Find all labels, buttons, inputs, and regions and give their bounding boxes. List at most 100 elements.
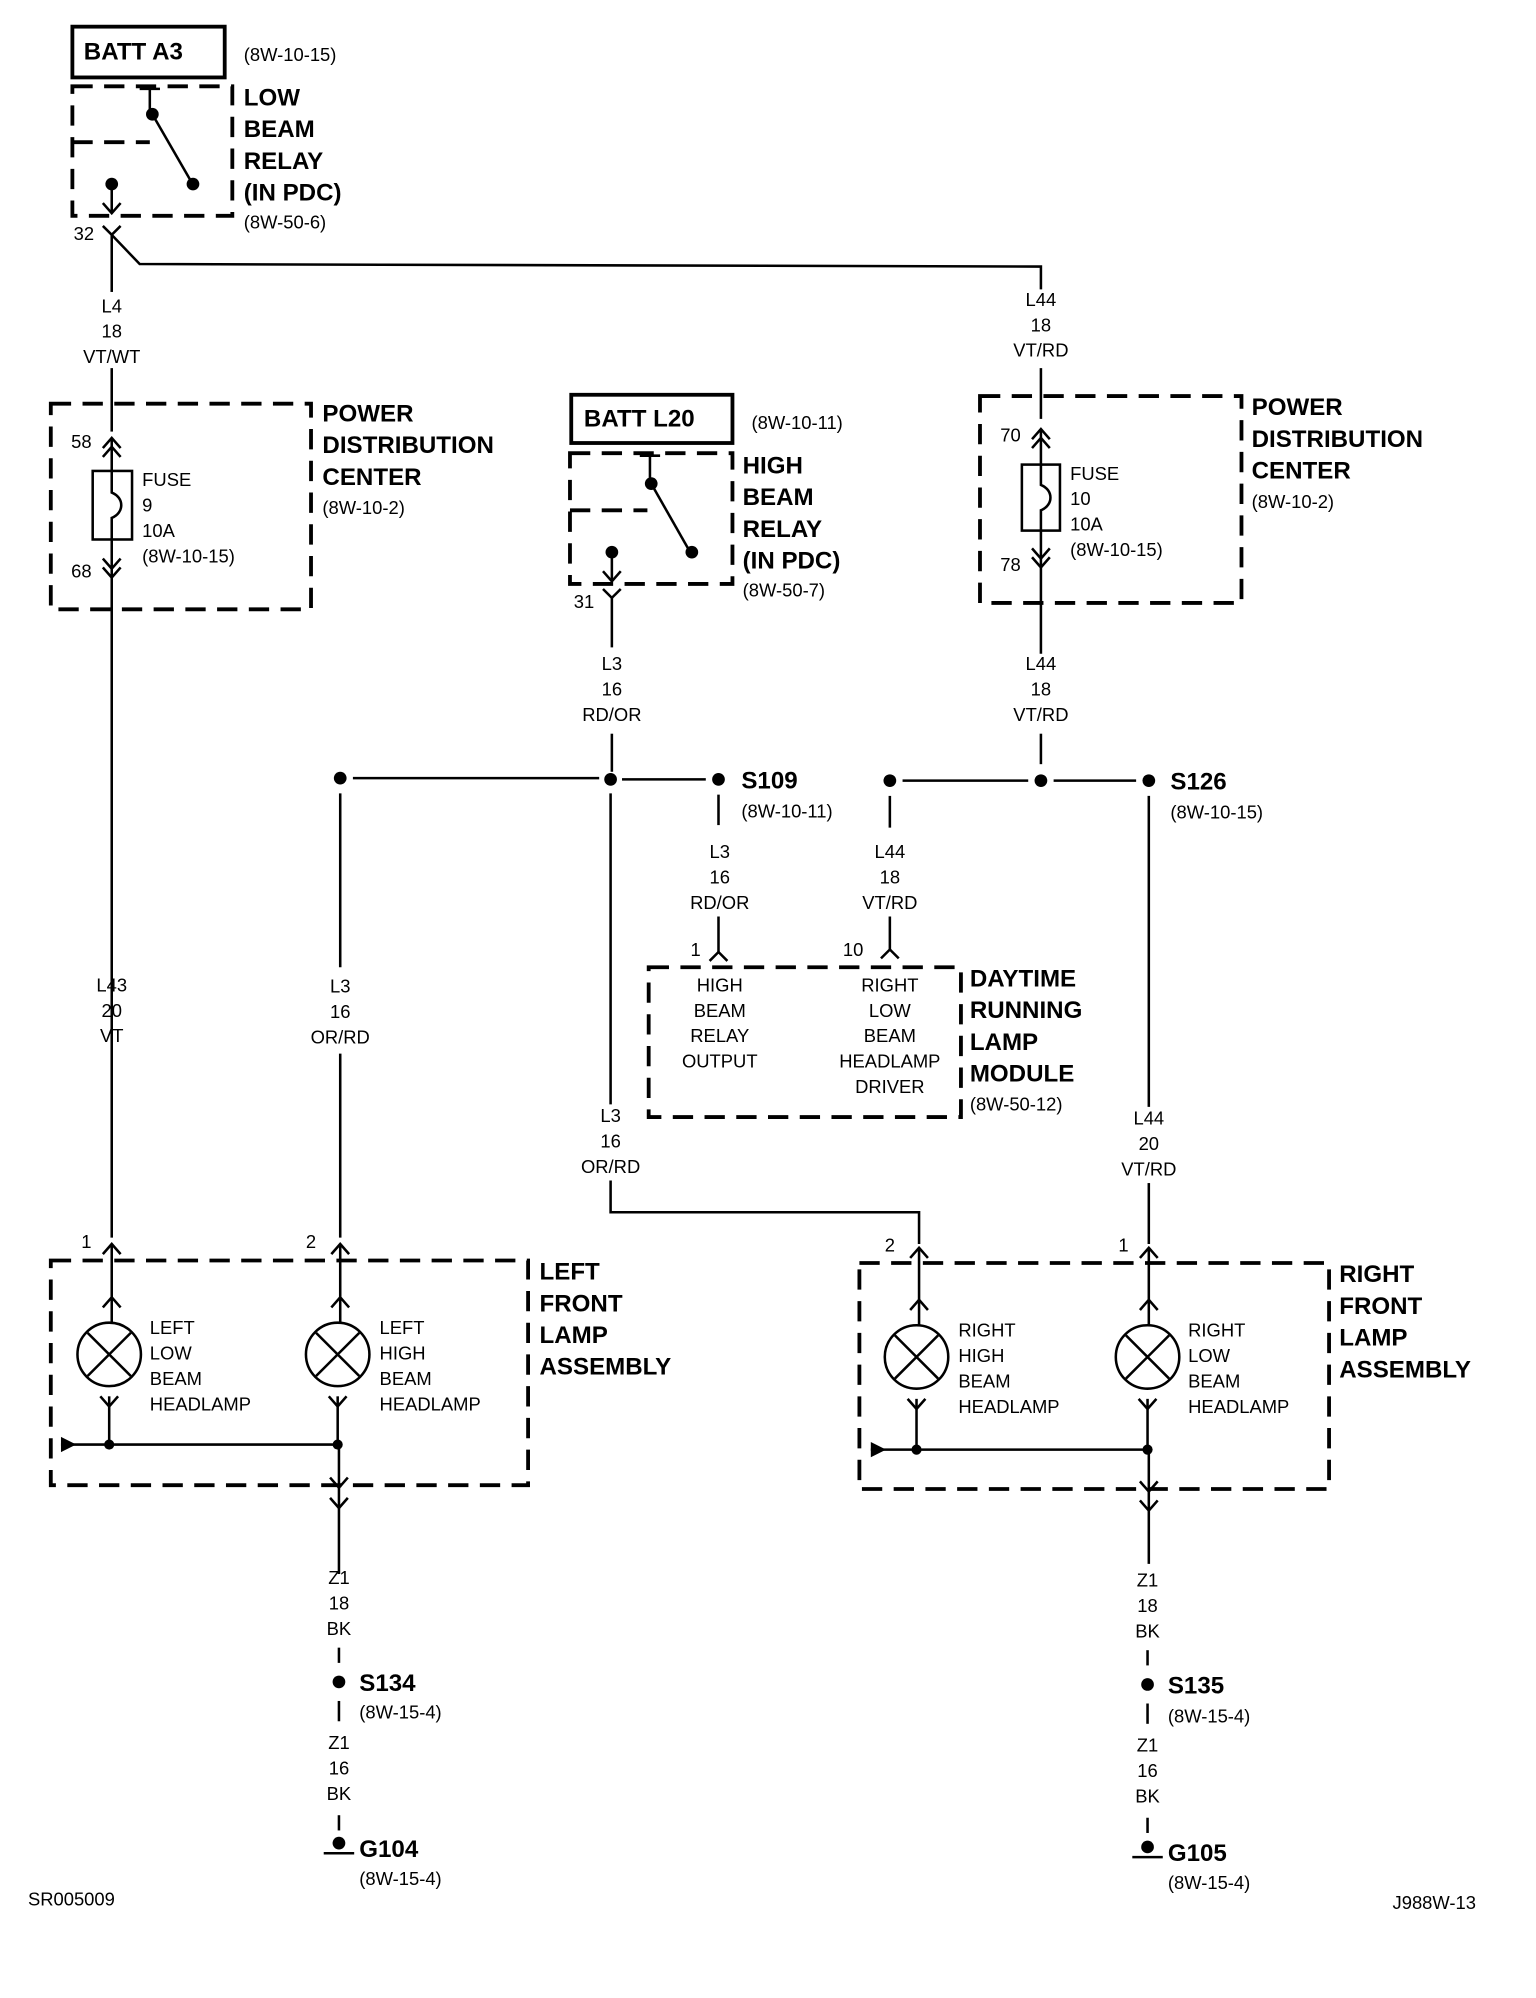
connector-78 — [1031, 556, 1051, 570]
pdc-left-name: DISTRIBUTION — [322, 432, 493, 459]
relay-contact-dot — [186, 177, 200, 191]
relay-switch-arm — [151, 113, 192, 181]
ref-label: (8W-10-11) — [741, 800, 832, 821]
ground-g105-icon — [1141, 1840, 1154, 1854]
left-low-beam-lamp-icon — [76, 1321, 143, 1388]
ground-bus-arrow-icon — [60, 1436, 77, 1453]
left-lamp-assembly-box — [48, 1258, 530, 1488]
pin-label: 68 — [71, 561, 91, 582]
wire-label: RD/OR — [582, 704, 641, 725]
ref-label: (8W-10-2) — [322, 497, 404, 518]
pin-label: 2 — [885, 1235, 895, 1256]
pdc-right-name: DISTRIBUTION — [1252, 426, 1423, 453]
wire-label: 20 — [1139, 1133, 1159, 1154]
fuse-label: (8W-10-15) — [142, 545, 235, 566]
right-lamp-assembly-name: RIGHT — [1339, 1261, 1414, 1288]
drl-input-label: RELAY — [690, 1025, 749, 1046]
wire-label: 16 — [330, 1001, 350, 1022]
wire-label: 16 — [710, 866, 730, 887]
lamp-label: LOW — [150, 1343, 193, 1364]
splice-s126-dot — [1142, 774, 1156, 788]
wire-label: VT/RD — [862, 892, 917, 913]
connector-32 — [101, 225, 122, 237]
junction-dot — [911, 1444, 922, 1455]
wire-label: L44 — [1133, 1108, 1164, 1129]
figure-code: J988W-13 — [1393, 1892, 1477, 1913]
drl-input-label: RIGHT — [861, 974, 918, 995]
lamp-label: LEFT — [150, 1317, 195, 1338]
wire-label: 20 — [101, 1000, 121, 1021]
diagram-shapes — [48, 24, 1331, 1859]
left-lamp-assembly-name: LAMP — [540, 1322, 608, 1349]
wire-l44-top — [110, 233, 1043, 290]
lamp-label: RIGHT — [1188, 1320, 1245, 1341]
drl-input-label: BEAM — [694, 1000, 746, 1021]
fuse-label: 10A — [1070, 514, 1103, 535]
drl-module-name: MODULE — [970, 1061, 1074, 1088]
lamp-label: BEAM — [958, 1370, 1010, 1391]
wire-label: 16 — [600, 1131, 620, 1152]
high-beam-relay-name: HIGH — [743, 452, 803, 479]
lamp-label: BEAM — [1188, 1370, 1240, 1391]
wire-label: L44 — [875, 841, 906, 862]
connector-78 — [1031, 547, 1051, 561]
wire-label: 18 — [880, 866, 900, 887]
wire-label: 16 — [1137, 1760, 1157, 1781]
lamp-label: HEADLAMP — [380, 1393, 481, 1414]
drl-module-name: DAYTIME — [970, 965, 1076, 992]
batt-a3-label: BATT A3 — [84, 39, 183, 66]
splice-s109-dot — [712, 773, 725, 786]
lamp-label: LOW — [1188, 1345, 1231, 1366]
lamp-label: LEFT — [380, 1317, 425, 1338]
fuse-label: 10 — [1070, 488, 1090, 509]
pin-label: 70 — [1000, 425, 1020, 446]
low-beam-relay-box — [70, 84, 235, 218]
relay-contact-dot — [685, 545, 699, 559]
wire-label: VT/RD — [1121, 1158, 1176, 1179]
splice-s134-label: S134 — [359, 1670, 416, 1697]
fuse-label: FUSE — [1070, 463, 1119, 484]
connector-pin-10 — [880, 947, 900, 960]
low-beam-relay-name: RELAY — [244, 148, 324, 175]
drl-module-name: RUNNING — [970, 997, 1083, 1024]
connector-up-icon — [1138, 1297, 1159, 1311]
drl-input-label: DRIVER — [855, 1076, 925, 1097]
wire-label: L3 — [602, 653, 622, 674]
pin-label: 2 — [306, 1231, 316, 1252]
relay-switch-arm — [650, 483, 690, 549]
connector-31 — [602, 588, 622, 600]
splice-s109-label: S109 — [741, 767, 797, 794]
pdc-left-name: POWER — [322, 400, 413, 427]
wire-label: Z1 — [328, 1567, 349, 1588]
wire-label: Z1 — [328, 1732, 349, 1753]
fuse-9-icon — [110, 470, 123, 540]
wire-label: RD/OR — [690, 892, 749, 913]
lamp-label: HIGH — [958, 1345, 1004, 1366]
ref-label: (8W-50-12) — [970, 1094, 1063, 1115]
ref-label: (8W-15-4) — [359, 1702, 441, 1723]
drl-input-label: LOW — [869, 1000, 912, 1021]
wire-l3-right — [609, 1180, 921, 1244]
ref-label: (8W-10-11) — [751, 412, 842, 433]
left-low-beam-lamp-icon — [86, 1331, 132, 1377]
wire-label: VT/RD — [1013, 704, 1068, 725]
lamp-label: HEADLAMP — [958, 1396, 1059, 1417]
drl-module-name: LAMP — [970, 1029, 1038, 1056]
pin-label: 58 — [71, 431, 91, 452]
pin-label: 1 — [1118, 1235, 1128, 1256]
pin-label: 78 — [1000, 554, 1020, 575]
fuse-10-icon — [1039, 464, 1052, 531]
ref-label: (8W-50-6) — [244, 211, 326, 232]
wire-label: L44 — [1026, 289, 1057, 310]
splice-s134-dot — [332, 1675, 346, 1689]
high-beam-relay-name: RELAY — [743, 516, 823, 543]
pdc-left-name: CENTER — [322, 464, 421, 491]
relay-output — [101, 202, 122, 216]
figure-code: SR005009 — [28, 1888, 115, 1909]
drl-module-box — [646, 965, 963, 1119]
splice-s126-label: S126 — [1170, 769, 1226, 796]
splice-s135-dot — [1141, 1678, 1154, 1691]
wire-label: L44 — [1026, 653, 1057, 674]
drl-input-label: HIGH — [697, 974, 743, 995]
